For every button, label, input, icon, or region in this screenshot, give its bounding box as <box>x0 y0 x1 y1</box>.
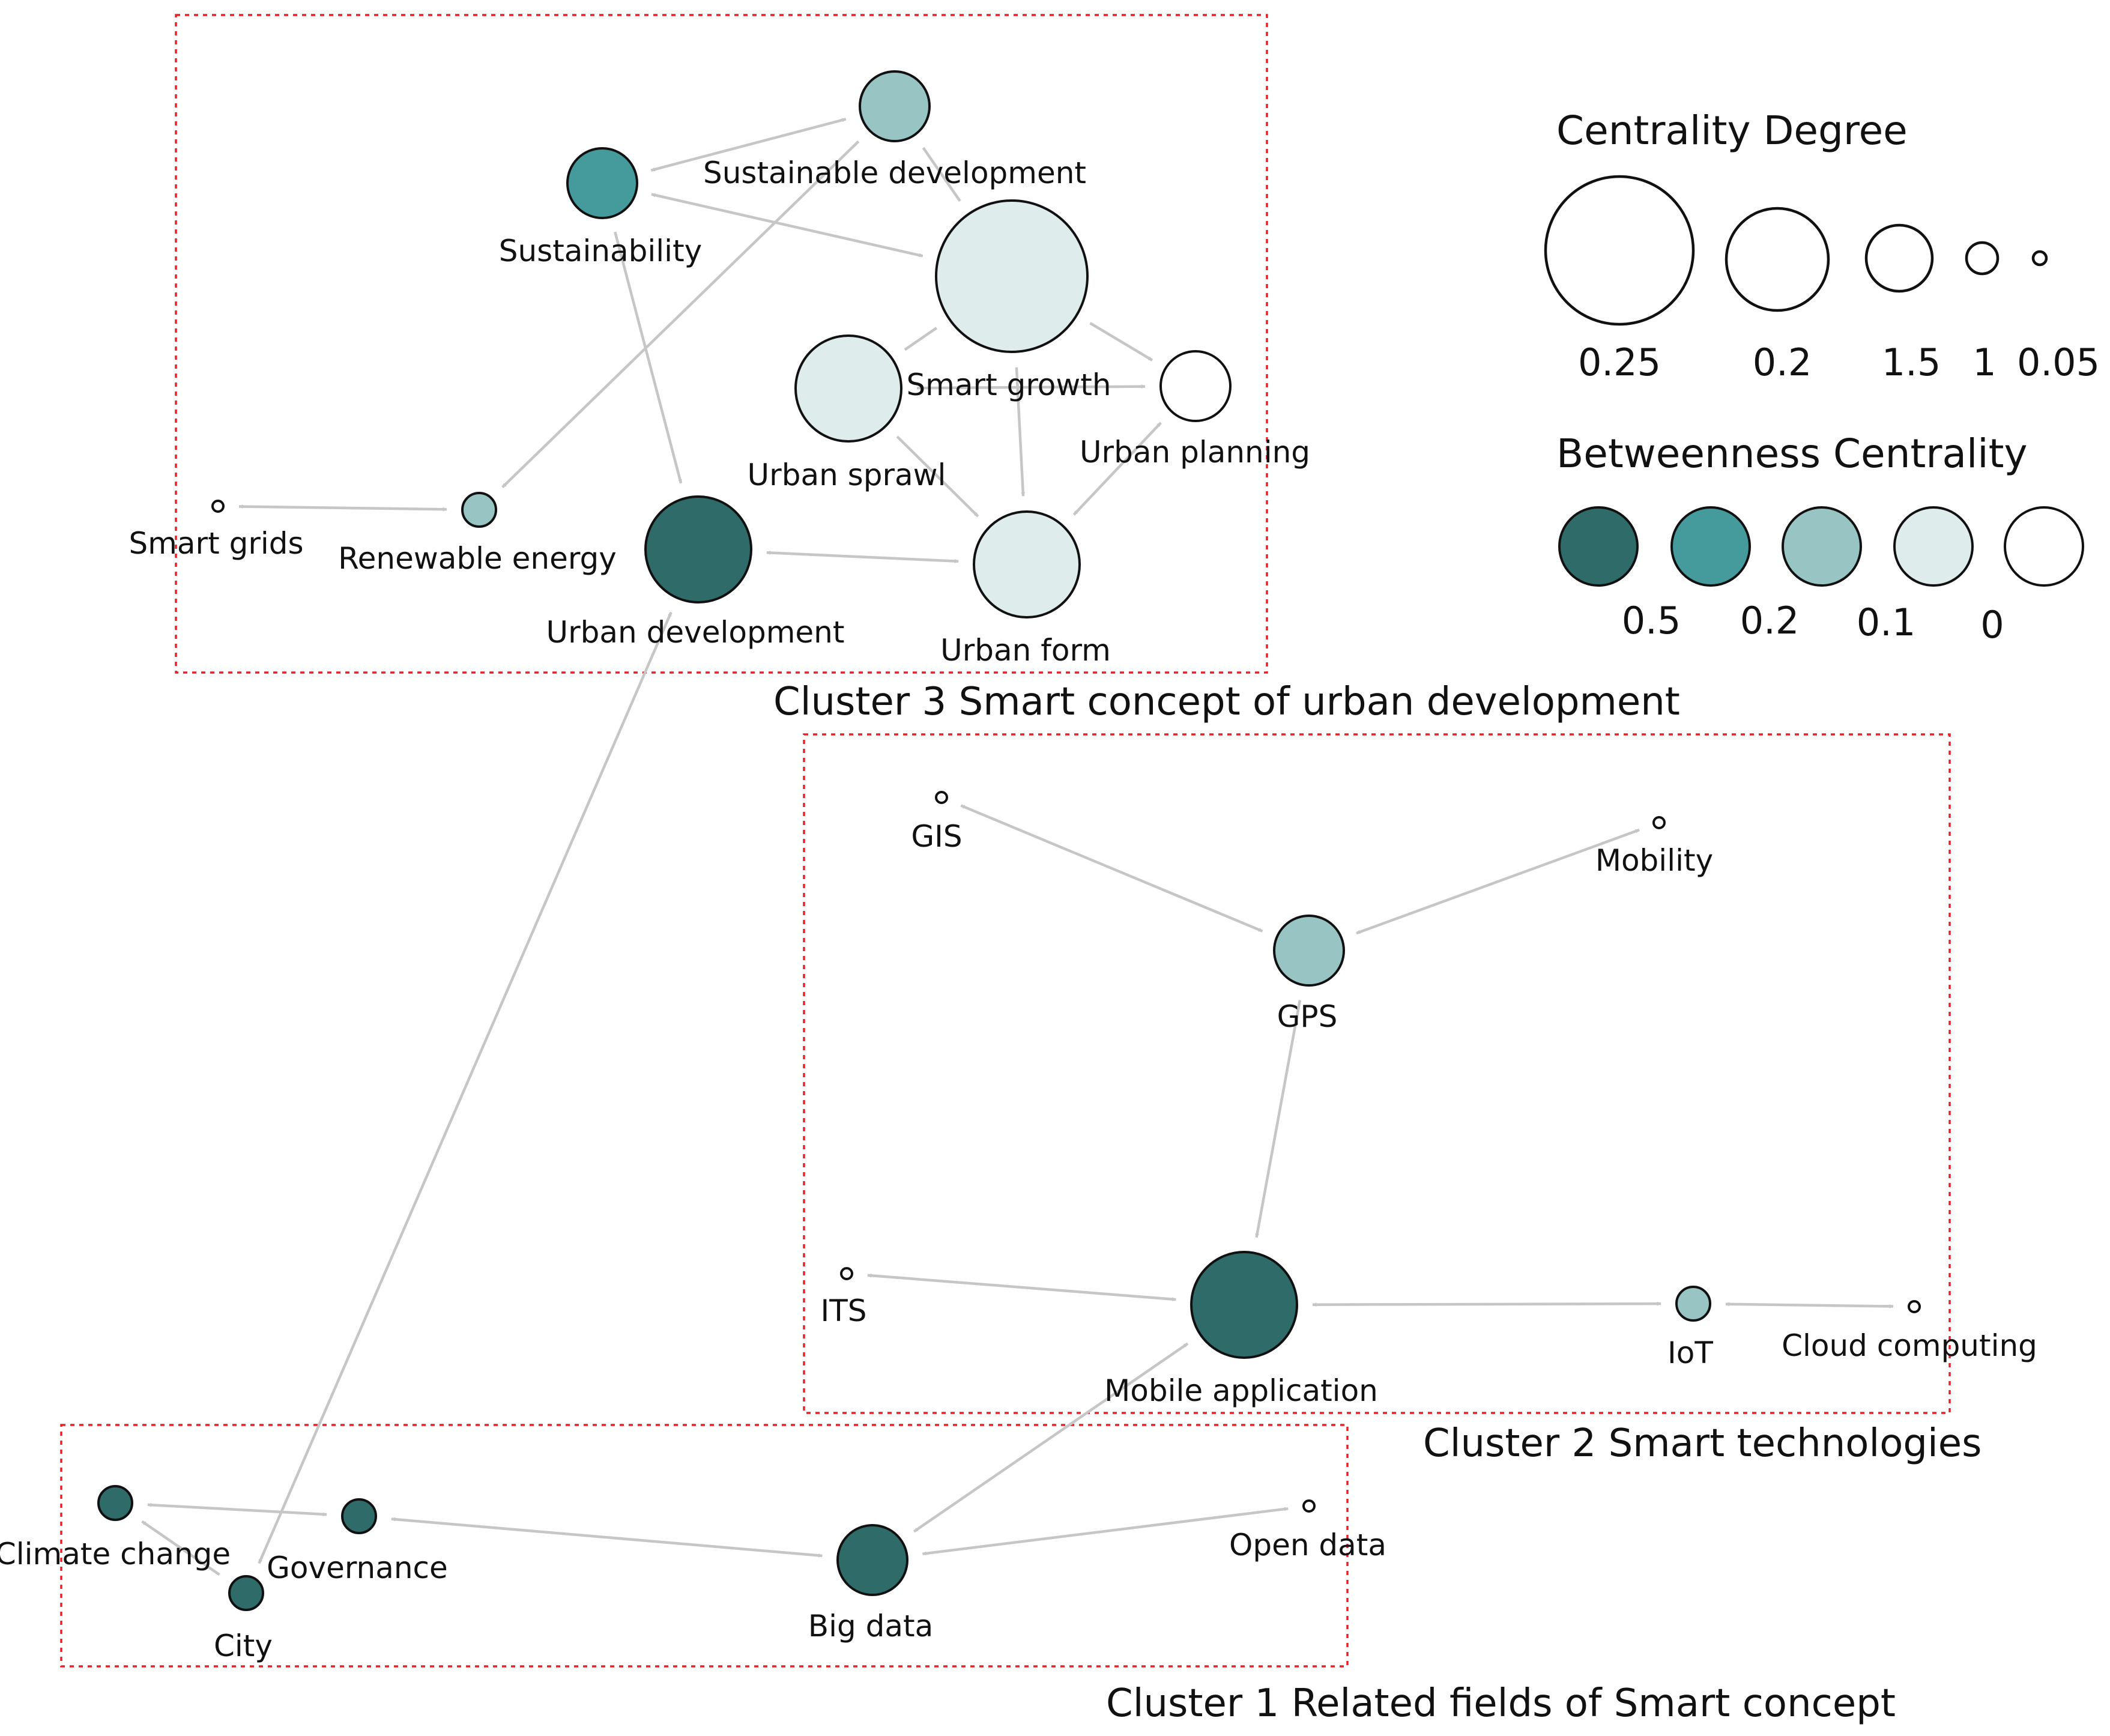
cluster-3-label: Cluster 3 Smart concept of urban develop… <box>773 680 1680 724</box>
legend-color-swatch-1 <box>1558 506 1639 587</box>
cluster-1-label: Cluster 1 Related fields of Smart concep… <box>1106 1681 1896 1726</box>
node-label-mobile-application: Mobile application <box>1104 1373 1378 1408</box>
nodes-group: Sustainable developmentSustainabilitySma… <box>0 70 2037 1663</box>
node-iot <box>1675 1286 1711 1322</box>
legend-size-value-1: 0.25 <box>1578 340 1661 384</box>
node-urban-sprawl <box>794 334 902 443</box>
edge-governance-to-big-data <box>391 1517 823 1558</box>
legend-size-circle-3 <box>1864 223 1934 293</box>
node-label-urban-planning: Urban planning <box>1080 435 1310 470</box>
node-big-data <box>836 1524 908 1596</box>
node-governance <box>341 1498 377 1534</box>
edge-climate-change-to-governance <box>147 1502 327 1517</box>
legend-color-value-4: 0 <box>1980 603 2004 647</box>
node-label-gis: GIS <box>911 819 962 854</box>
edge-urban-planning-to-urban-form <box>1072 422 1162 516</box>
legend-color-swatch-2 <box>1670 506 1751 587</box>
edge-iot-to-cloud-computing <box>1725 1302 1894 1308</box>
node-label-smart-growth: Smart growth <box>906 367 1111 402</box>
edge-sustainability-to-smart-growth <box>651 193 924 258</box>
legend-color-swatch-4 <box>1893 506 1974 587</box>
node-sustainability <box>566 147 638 219</box>
node-label-governance: Governance <box>267 1550 448 1585</box>
node-mobile-application <box>1190 1251 1298 1359</box>
node-gps <box>1273 915 1345 987</box>
cluster-2-box <box>803 733 1951 1414</box>
edge-smart-grids-to-renewable-energy <box>238 504 447 512</box>
node-label-gps: GPS <box>1277 999 1338 1034</box>
node-its <box>840 1267 853 1280</box>
legend-color-swatch-3 <box>1782 506 1862 587</box>
legend-size-circle-1 <box>1544 175 1695 326</box>
legend-betweenness-title: Betweenness Centrality <box>1556 431 2028 477</box>
cluster-1-box <box>60 1424 1349 1668</box>
edge-smart-growth-to-urban-form <box>1015 367 1026 497</box>
node-city <box>228 1575 264 1611</box>
edge-mobile-application-to-iot <box>1312 1301 1661 1307</box>
legend-color-value-3: 0.1 <box>1857 600 1916 644</box>
legend-betweenness: Betweenness Centrality 0.5 0.2 0.1 0 <box>1556 431 2084 647</box>
node-label-cloud-computing: Cloud computing <box>1782 1328 2037 1363</box>
edge-sustainable-development-to-smart-growth <box>922 147 961 202</box>
node-label-urban-sprawl: Urban sprawl <box>748 458 946 492</box>
edge-big-data-to-open-data <box>922 1507 1289 1556</box>
legend-size-value-4: 1 <box>1972 340 1996 384</box>
edges-group <box>141 118 1894 1576</box>
edge-big-data-to-mobile-application <box>913 1342 1189 1533</box>
node-open-data <box>1302 1499 1316 1513</box>
node-mobility <box>1652 816 1666 829</box>
node-label-renewable-energy: Renewable energy <box>338 541 617 576</box>
edge-urban-sprawl-to-urban-form <box>896 435 979 518</box>
node-label-smart-grids: Smart grids <box>128 526 303 561</box>
node-label-big-data: Big data <box>808 1609 933 1644</box>
legend-size-value-5: 0.05 <box>2017 340 2100 384</box>
node-sustainable-development <box>859 70 931 142</box>
edge-urban-sprawl-to-urban-planning <box>916 384 1146 390</box>
node-cloud-computing <box>1908 1300 1921 1313</box>
node-label-urban-development: Urban development <box>546 615 845 650</box>
legend-centrality: Centrality Degree 0.25 0.2 1.5 1 0.05 <box>1544 107 2100 384</box>
node-label-its: ITS <box>820 1293 866 1328</box>
legend-size-circle-5 <box>2031 250 2048 267</box>
edge-urban-development-to-urban-form <box>766 550 959 564</box>
edge-sustainable-development-to-renewable-energy <box>501 140 860 488</box>
edge-urban-development-to-city <box>258 611 673 1564</box>
node-label-city: City <box>214 1629 273 1663</box>
legend-size-circle-4 <box>1965 241 2000 276</box>
node-smart-grids <box>211 500 225 513</box>
edge-smart-growth-to-urban-planning <box>1089 322 1153 361</box>
legend-size-circle-2 <box>1725 207 1830 312</box>
cluster-2-label: Cluster 2 Smart technologies <box>1423 1421 1982 1466</box>
edge-sustainability-to-urban-development <box>614 231 683 484</box>
node-label-open-data: Open data <box>1229 1528 1386 1562</box>
node-label-mobility: Mobility <box>1595 843 1713 878</box>
edge-gis-to-gps <box>960 804 1263 933</box>
node-renewable-energy <box>461 492 497 528</box>
edge-mobility-to-gps <box>1356 828 1640 935</box>
node-urban-form <box>973 510 1081 618</box>
edge-its-to-mobile-application <box>867 1273 1177 1302</box>
node-label-sustainability: Sustainability <box>499 234 703 268</box>
legend-size-value-2: 0.2 <box>1753 340 1812 384</box>
edge-sustainability-to-sustainable-development <box>650 118 847 172</box>
node-label-urban-form: Urban form <box>940 633 1111 668</box>
edge-gps-to-mobile-application <box>1255 1000 1302 1238</box>
node-urban-planning <box>1159 350 1232 422</box>
node-label-sustainable-development: Sustainable development <box>703 156 1086 190</box>
node-label-climate-change: Climate change <box>0 1537 231 1571</box>
node-climate-change <box>97 1485 133 1521</box>
node-gis <box>935 791 948 804</box>
edge-city-to-climate-change <box>141 1520 220 1576</box>
legend-size-value-3: 1.5 <box>1882 340 1941 384</box>
legend-centrality-title: Centrality Degree <box>1556 107 1908 154</box>
legend-color-swatch-5 <box>2004 506 2084 587</box>
node-urban-development <box>644 495 752 603</box>
legend-color-value-1: 0.5 <box>1622 599 1681 643</box>
node-smart-growth <box>935 199 1089 353</box>
edge-smart-growth-to-urban-sprawl <box>904 327 938 351</box>
legend-color-value-2: 0.2 <box>1740 599 1800 643</box>
node-label-iot: IoT <box>1667 1335 1713 1370</box>
